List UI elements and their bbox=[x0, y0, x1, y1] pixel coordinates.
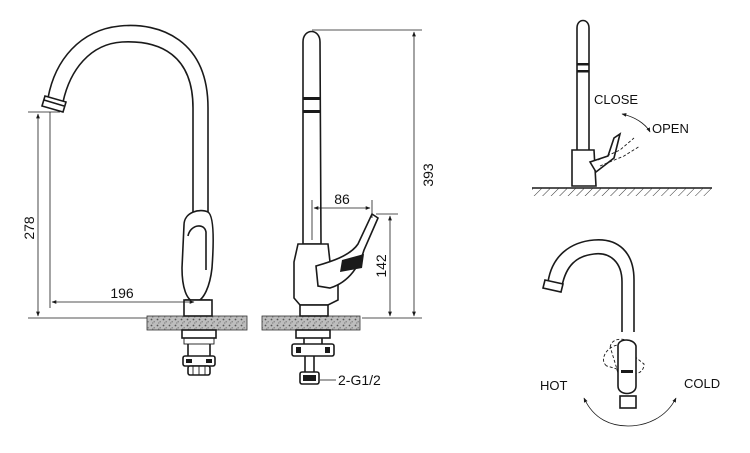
side-body bbox=[293, 243, 339, 306]
dim-spout-height: 278 bbox=[21, 111, 147, 319]
close-label: CLOSE bbox=[594, 92, 638, 107]
dim-196-label: 196 bbox=[110, 285, 134, 301]
hot-label: HOT bbox=[540, 378, 568, 393]
cold-label: COLD bbox=[684, 376, 720, 391]
dim-393-label: 393 bbox=[420, 163, 436, 187]
dim-142-label: 142 bbox=[373, 254, 389, 278]
side-view bbox=[261, 30, 380, 385]
countertop-front bbox=[146, 315, 248, 331]
front-spout bbox=[47, 24, 209, 214]
mix-detail bbox=[542, 239, 677, 427]
front-body bbox=[181, 209, 214, 303]
side-handle bbox=[315, 212, 380, 289]
open-label: OPEN bbox=[652, 121, 689, 136]
side-operation-detail bbox=[532, 19, 712, 196]
dim-handle-height: 142 bbox=[373, 213, 398, 317]
dim-86-label: 86 bbox=[334, 191, 350, 207]
dim-handle-offset: 86 bbox=[311, 191, 373, 240]
dim-spout-reach: 196 bbox=[49, 112, 195, 308]
dim-total-height: 393 bbox=[312, 29, 436, 319]
front-view bbox=[41, 24, 248, 376]
countertop-side bbox=[261, 315, 361, 331]
dim-278-label: 278 bbox=[21, 216, 37, 240]
side-spout bbox=[302, 30, 322, 245]
connection-label: 2-G1/2 bbox=[338, 372, 381, 388]
